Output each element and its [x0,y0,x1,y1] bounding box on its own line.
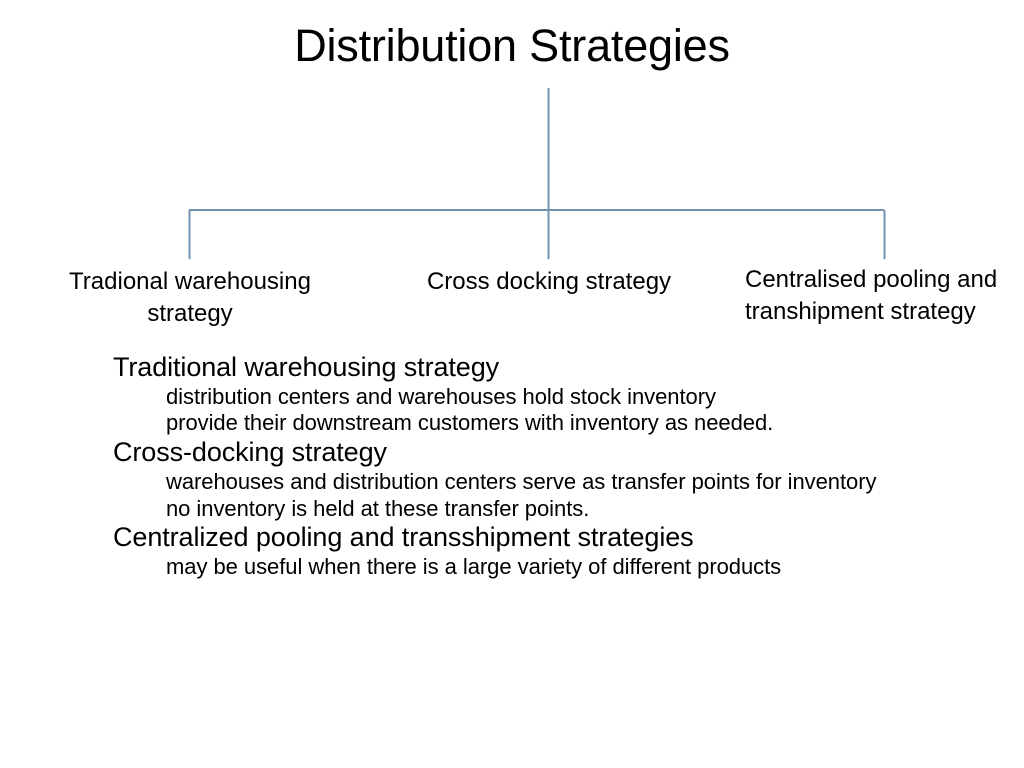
tree-branch-label-traditional-warehousing: Tradional warehousing strategy [69,268,311,327]
outline-sub-item: provide their downstream customers with … [166,410,774,436]
outline-heading: Traditional warehousing strategy [113,352,500,382]
page-title: Distribution Strategies [294,20,730,71]
outline-group: Traditional warehousing strategy distrib… [0,352,1024,437]
body-outline: Traditional warehousing strategy distrib… [0,352,1024,581]
outline-group: Centralized pooling and transshipment st… [0,522,1024,580]
outline-heading: Cross-docking strategy [113,437,387,468]
tree-branch-label-cross-docking: Cross docking strategy [426,268,672,295]
outline-group: Cross-docking strategy warehouses and di… [0,437,1024,522]
outline-heading: Centralized pooling and transshipment st… [113,522,694,553]
outline-sub-item: no inventory is held at these transfer p… [166,495,590,521]
outline-sub-item: may be useful when there is a large vari… [166,554,782,580]
tree-branch-label-centralised-pooling: Centralised pooling and transhipment str… [745,266,998,325]
outline-sub-item: distribution centers and warehouses hold… [166,383,716,409]
outline-sub-item: warehouses and distribution centers serv… [166,468,877,494]
